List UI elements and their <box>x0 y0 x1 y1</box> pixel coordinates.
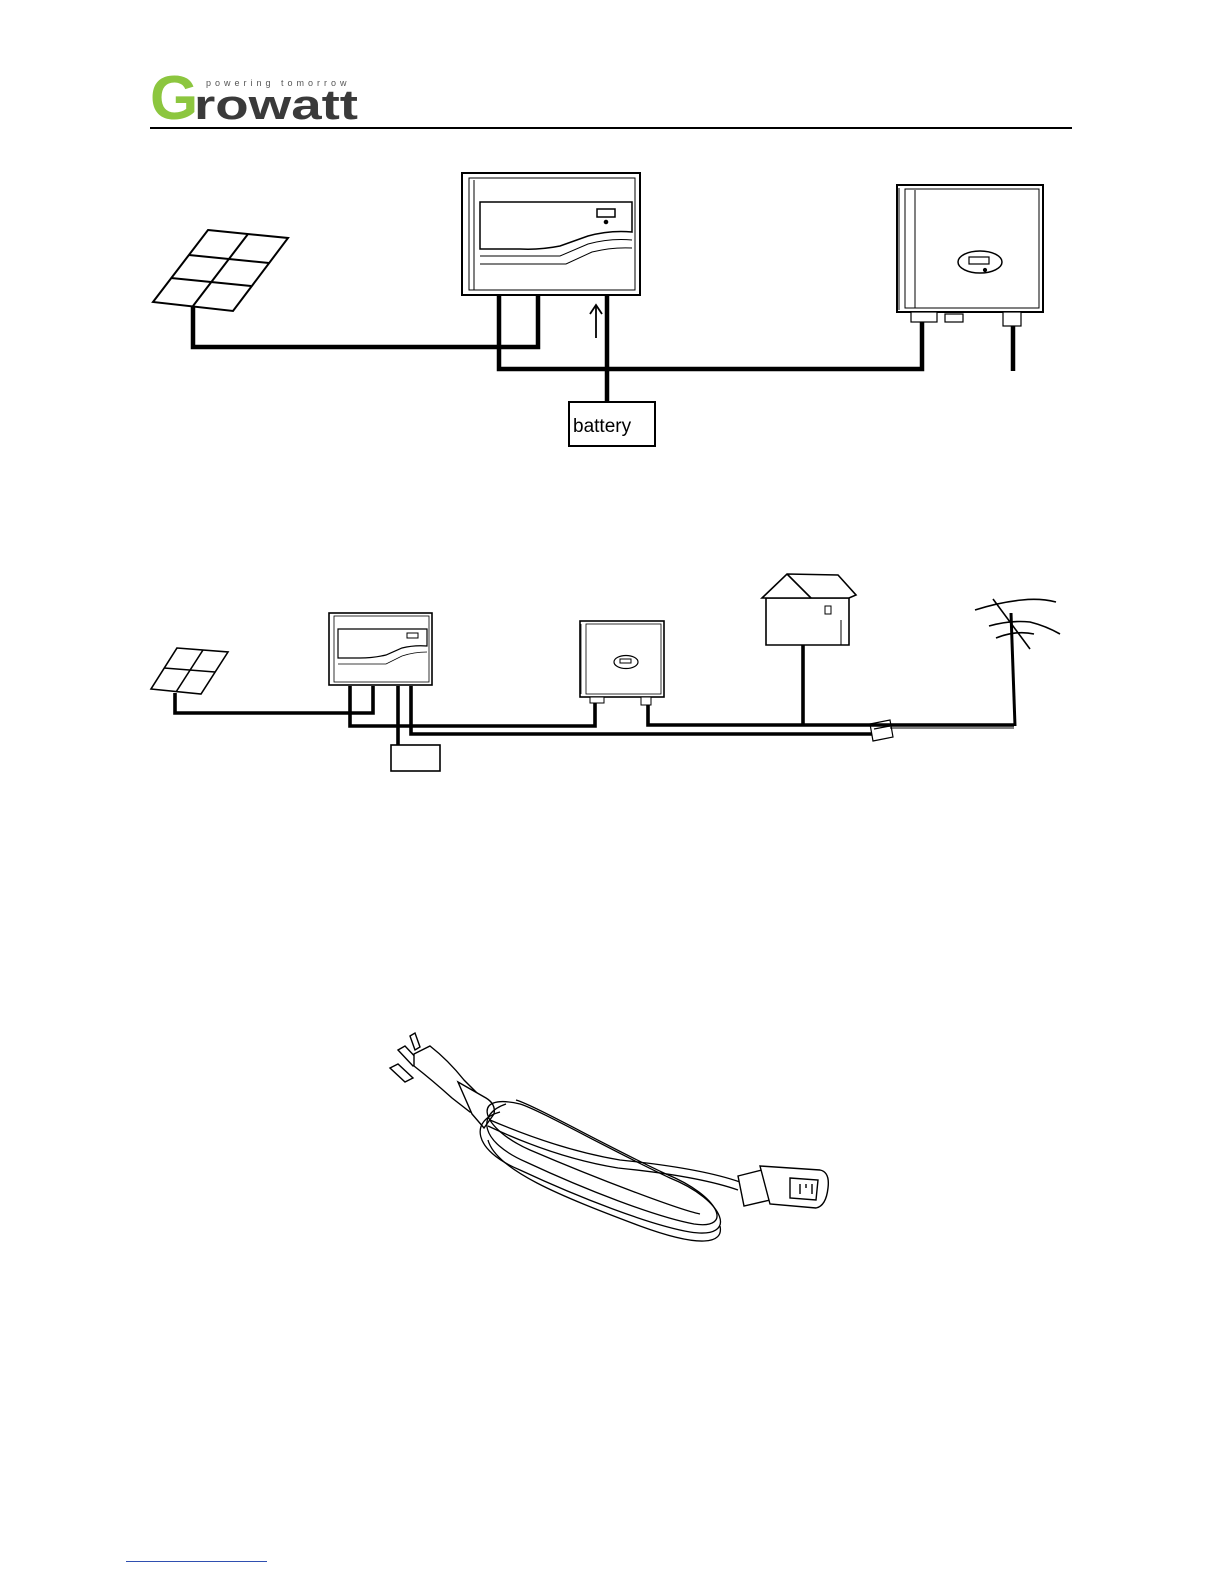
power-cord-icon <box>390 1033 828 1241</box>
footer-link-underline[interactable] <box>126 1561 267 1562</box>
power-cord-illustration <box>0 0 1224 1300</box>
